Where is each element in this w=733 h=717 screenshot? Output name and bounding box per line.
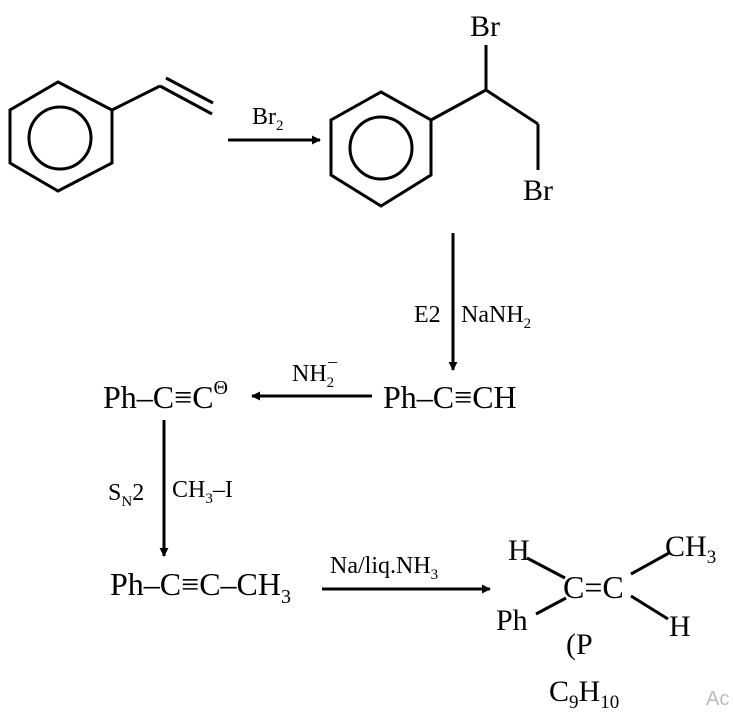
product-double-bond: C=C <box>563 569 624 605</box>
label-e2: E2 <box>414 302 441 328</box>
product-ch3: CH3 <box>665 530 716 568</box>
bond-ph <box>535 596 567 616</box>
styrene-structure <box>8 76 214 193</box>
styrene-vinyl-double-bond-b <box>165 76 214 105</box>
product-h-bottom: H <box>669 610 691 643</box>
watermark-text: Ac <box>706 688 729 710</box>
dibromide-ring-chain-bond <box>430 88 487 122</box>
styrene-benzene-ring <box>8 80 114 193</box>
terminal-alkyne: Ph–C≡CH <box>383 379 517 415</box>
reagent-birch: Na/liq.NH3 <box>330 553 438 583</box>
reagent-nanh2: NaNH2 <box>461 302 531 332</box>
product-label-p: (P <box>566 628 593 661</box>
bond-h-bottom <box>630 594 669 621</box>
styrene-ring-vinyl-bond <box>111 84 161 112</box>
styrene-aromatic-circle <box>27 105 93 171</box>
dibromide-br-top: Br <box>470 10 500 43</box>
trans-alkene-bonds <box>526 551 670 621</box>
bond-h-top <box>526 556 566 580</box>
internal-alkyne: Ph–C≡C–CH3 <box>110 566 291 608</box>
product-h-top: H <box>508 534 530 567</box>
dibromide-br-right: Br <box>523 174 553 207</box>
reagent-br2: Br2 <box>252 104 284 134</box>
dibromide-structure <box>329 45 540 208</box>
label-sn2: SN2 <box>108 480 144 510</box>
dibromide-c-c-bond <box>485 88 539 126</box>
acetylide-anion: Ph–C≡CΘ <box>103 377 228 415</box>
reagent-amide: NH2– <box>292 351 338 391</box>
bond-ch3 <box>630 551 670 576</box>
dibromide-benzene-ring <box>329 90 433 208</box>
product-formula: C9H10 <box>549 675 619 713</box>
product-ph: Ph <box>496 604 528 637</box>
dibromide-aromatic-circle <box>348 115 414 181</box>
reagent-methyl-iodide: CH3–I <box>172 477 233 507</box>
styrene-vinyl-double-bond-a <box>159 84 213 116</box>
